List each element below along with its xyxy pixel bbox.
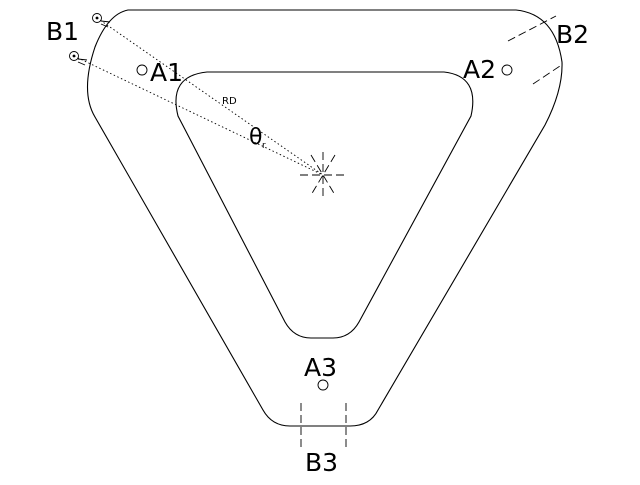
probe-pin-upper xyxy=(92,13,111,28)
hole-a2 xyxy=(501,64,513,76)
inner-triangle-cutout xyxy=(175,71,474,339)
center-mark xyxy=(300,152,348,198)
outer-triangle-outline xyxy=(87,9,563,427)
label-a1: A1 xyxy=(150,58,183,87)
hole-a1 xyxy=(136,64,148,76)
section-cut-b2 xyxy=(507,15,564,85)
label-a2: A2 xyxy=(463,55,496,84)
label-b3: B3 xyxy=(305,448,338,477)
label-theta: θ xyxy=(249,125,262,150)
probe-pin-lower xyxy=(69,51,88,66)
section-cut-b3 xyxy=(300,403,347,450)
label-rd: RD xyxy=(222,96,237,107)
label-a3: A3 xyxy=(304,353,337,382)
label-theta-subscript: r xyxy=(262,141,266,151)
hole-a3 xyxy=(317,379,329,391)
label-b2: B2 xyxy=(556,20,589,49)
label-b1: B1 xyxy=(46,17,79,46)
radial-line-upper xyxy=(96,17,324,176)
